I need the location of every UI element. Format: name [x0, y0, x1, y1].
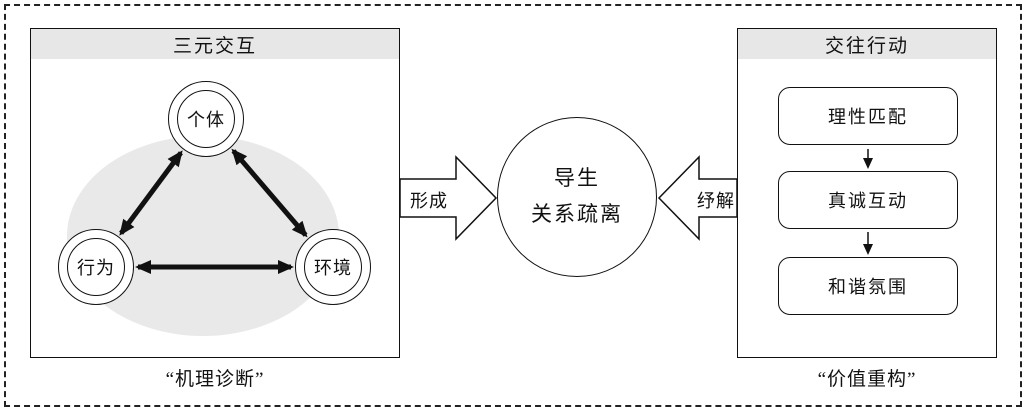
node-environment-core: 环境 — [304, 238, 362, 296]
node-environment-label: 环境 — [314, 258, 352, 278]
action-box-sincere-interaction-label: 真诚互动 — [828, 191, 908, 211]
center-circle: 导生 关系疏离 — [497, 117, 657, 277]
left-caption: “机理诊断” — [165, 369, 265, 390]
action-box-rational-matching-label: 理性匹配 — [828, 107, 908, 127]
action-box-sincere-interaction: 真诚互动 — [778, 171, 958, 229]
right-caption: “价值重构” — [817, 369, 917, 390]
node-individual-core: 个体 — [177, 90, 235, 148]
relieve-arrow-label: 纾解 — [697, 191, 735, 211]
triangle-background-blob — [67, 136, 339, 336]
center-circle-line2: 关系疏离 — [531, 202, 623, 226]
action-box-harmonious-atmosphere-label: 和谐氛围 — [828, 277, 908, 297]
node-individual-label: 个体 — [187, 110, 225, 130]
node-behavior: 行为 — [58, 229, 134, 305]
right-panel-title: 交往行动 — [738, 29, 996, 59]
node-individual: 个体 — [168, 81, 244, 157]
center-circle-line1: 导生 — [554, 166, 600, 191]
form-arrow-label: 形成 — [410, 191, 448, 211]
node-environment: 环境 — [295, 229, 371, 305]
triadic-interaction-panel: 三元交互 个体 行为 环境 — [30, 28, 400, 358]
communicative-action-panel: 交往行动 理性匹配 真诚互动 和谐氛围 — [737, 28, 997, 358]
node-behavior-core: 行为 — [67, 238, 125, 296]
node-behavior-label: 行为 — [77, 258, 115, 278]
left-panel-title: 三元交互 — [31, 29, 399, 59]
action-box-harmonious-atmosphere: 和谐氛围 — [778, 257, 958, 315]
action-box-rational-matching: 理性匹配 — [778, 87, 958, 145]
triangle-arrows — [119, 148, 308, 274]
